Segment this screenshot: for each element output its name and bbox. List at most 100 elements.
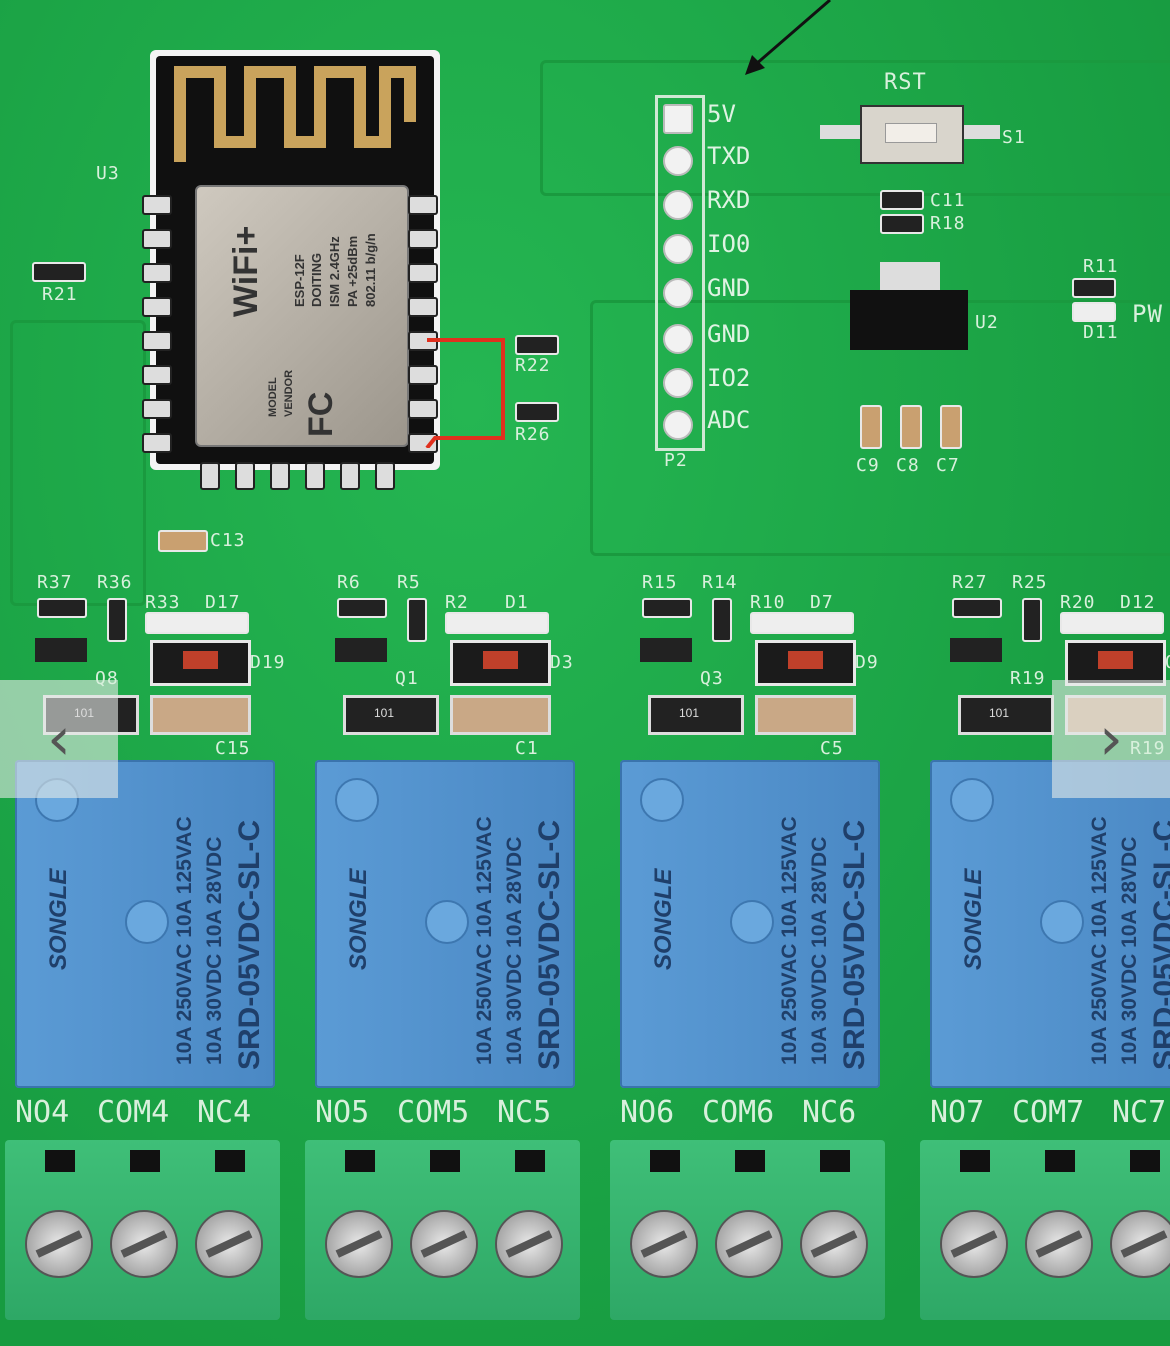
diode xyxy=(755,640,856,686)
screw-icon[interactable] xyxy=(630,1210,698,1278)
led xyxy=(145,612,249,634)
screw-terminal xyxy=(920,1140,1170,1320)
silk-label: R25 xyxy=(1012,572,1048,593)
header-pin-label: GND xyxy=(707,274,751,302)
module-pa: PA +25dBm xyxy=(345,235,360,307)
regulator-u2 xyxy=(850,290,968,350)
module-vendor-label: VENDOR xyxy=(283,369,295,417)
module-pad xyxy=(408,365,438,385)
carousel-prev-button[interactable]: ‹ xyxy=(0,680,118,798)
reset-button[interactable] xyxy=(820,105,1000,164)
module-vendor: DOITING xyxy=(309,252,324,307)
silk-label: R19 xyxy=(1130,738,1166,759)
module-pad xyxy=(142,263,172,283)
screw-icon[interactable] xyxy=(410,1210,478,1278)
silk-label: R19 xyxy=(1010,668,1046,689)
relay: SONGLE 10A 250VAC 10A 125VAC 10A 30VDC 1… xyxy=(930,760,1170,1088)
silk-label: D9 xyxy=(855,652,879,673)
header-pin xyxy=(663,104,693,134)
smd-r21 xyxy=(32,262,86,282)
capacitor xyxy=(450,695,551,735)
silk-label: R5 xyxy=(397,572,421,593)
silk-label: C15 xyxy=(215,738,251,759)
pcb-trace xyxy=(10,320,146,606)
module-pad xyxy=(408,399,438,419)
relay-model: SRD-05VDC-SL-C xyxy=(838,819,871,1070)
label-r18: R18 xyxy=(930,213,966,234)
relay: SONGLE 10A 250VAC 10A 125VAC 10A 30VDC 1… xyxy=(15,760,275,1088)
header-pin xyxy=(663,234,693,264)
cap-c9 xyxy=(860,405,882,449)
screw-terminal xyxy=(610,1140,885,1320)
label-c9: C9 xyxy=(856,455,880,476)
label-u3: U3 xyxy=(96,163,120,184)
screw-icon[interactable] xyxy=(1110,1210,1170,1278)
screw-icon[interactable] xyxy=(195,1210,263,1278)
chevron-right-icon: › xyxy=(1099,704,1123,774)
relay-brand: SONGLE xyxy=(45,868,72,970)
module-pad xyxy=(375,462,395,490)
carousel-next-button[interactable]: › xyxy=(1052,680,1170,798)
terminal-label: NO5 xyxy=(315,1095,370,1130)
label-r26: R26 xyxy=(515,424,551,445)
pcb-trace xyxy=(540,60,1170,196)
label-c13: C13 xyxy=(210,530,246,551)
relay: SONGLE 10A 250VAC 10A 125VAC 10A 30VDC 1… xyxy=(315,760,575,1088)
relay-model: SRD-05VDC-SL-C xyxy=(533,819,566,1070)
header-p2 xyxy=(655,95,705,451)
screw-icon[interactable] xyxy=(940,1210,1008,1278)
module-pad xyxy=(142,297,172,317)
header-pin xyxy=(663,146,693,176)
smd-resistor xyxy=(1022,598,1042,642)
silk-label: R27 xyxy=(952,572,988,593)
silk-label: D7 xyxy=(810,592,834,613)
silk-label: R6 xyxy=(337,572,361,593)
module-pad xyxy=(408,297,438,317)
header-pin-label: IO0 xyxy=(707,230,751,258)
terminal-label: COM7 xyxy=(1012,1095,1085,1130)
resistor-101: 101 xyxy=(648,695,744,735)
label-u2: U2 xyxy=(975,312,999,333)
silk-label: Q5 xyxy=(1165,652,1170,673)
screw-icon[interactable] xyxy=(800,1210,868,1278)
led xyxy=(1060,612,1164,634)
transistor xyxy=(335,638,387,662)
module-pad xyxy=(235,462,255,490)
screw-icon[interactable] xyxy=(715,1210,783,1278)
terminal-label: NC4 xyxy=(197,1095,252,1130)
silk-label: R36 xyxy=(97,572,133,593)
relay-rating-dc: 10A 30VDC 10A 28VDC xyxy=(1118,836,1141,1065)
smd-c11 xyxy=(880,190,924,210)
screw-icon[interactable] xyxy=(1025,1210,1093,1278)
module-pad xyxy=(408,263,438,283)
smd-resistor xyxy=(712,598,732,642)
relay-brand: SONGLE xyxy=(345,868,372,970)
label-pw: PW xyxy=(1132,300,1163,328)
silk-label: C5 xyxy=(820,738,844,759)
silk-label: R15 xyxy=(642,572,678,593)
esp-12f-can: WiFi+ ESP-12F DOITING ISM 2.4GHz PA +25d… xyxy=(195,185,409,447)
capacitor xyxy=(755,695,856,735)
module-pad xyxy=(340,462,360,490)
silk-label: R37 xyxy=(37,572,73,593)
screw-icon[interactable] xyxy=(325,1210,393,1278)
terminal-label: NC6 xyxy=(802,1095,857,1130)
antenna-icon xyxy=(174,66,416,162)
arrow-annotation-icon xyxy=(745,0,831,75)
screw-icon[interactable] xyxy=(25,1210,93,1278)
relay-rating-dc: 10A 30VDC 10A 28VDC xyxy=(503,836,526,1065)
led xyxy=(750,612,854,634)
label-c11: C11 xyxy=(930,190,966,211)
resistor-101: 101 xyxy=(343,695,439,735)
module-standard: 802.11 b/g/n xyxy=(363,233,378,307)
silk-label: R20 xyxy=(1060,592,1096,613)
smd-r22 xyxy=(515,335,559,355)
smd-resistor xyxy=(337,598,387,618)
screw-icon[interactable] xyxy=(495,1210,563,1278)
cap-c7 xyxy=(940,405,962,449)
module-pad xyxy=(408,195,438,215)
header-pin-label: IO2 xyxy=(707,364,751,392)
header-pin-label: ADC xyxy=(707,406,751,434)
screw-icon[interactable] xyxy=(110,1210,178,1278)
terminal-label: NC5 xyxy=(497,1095,552,1130)
